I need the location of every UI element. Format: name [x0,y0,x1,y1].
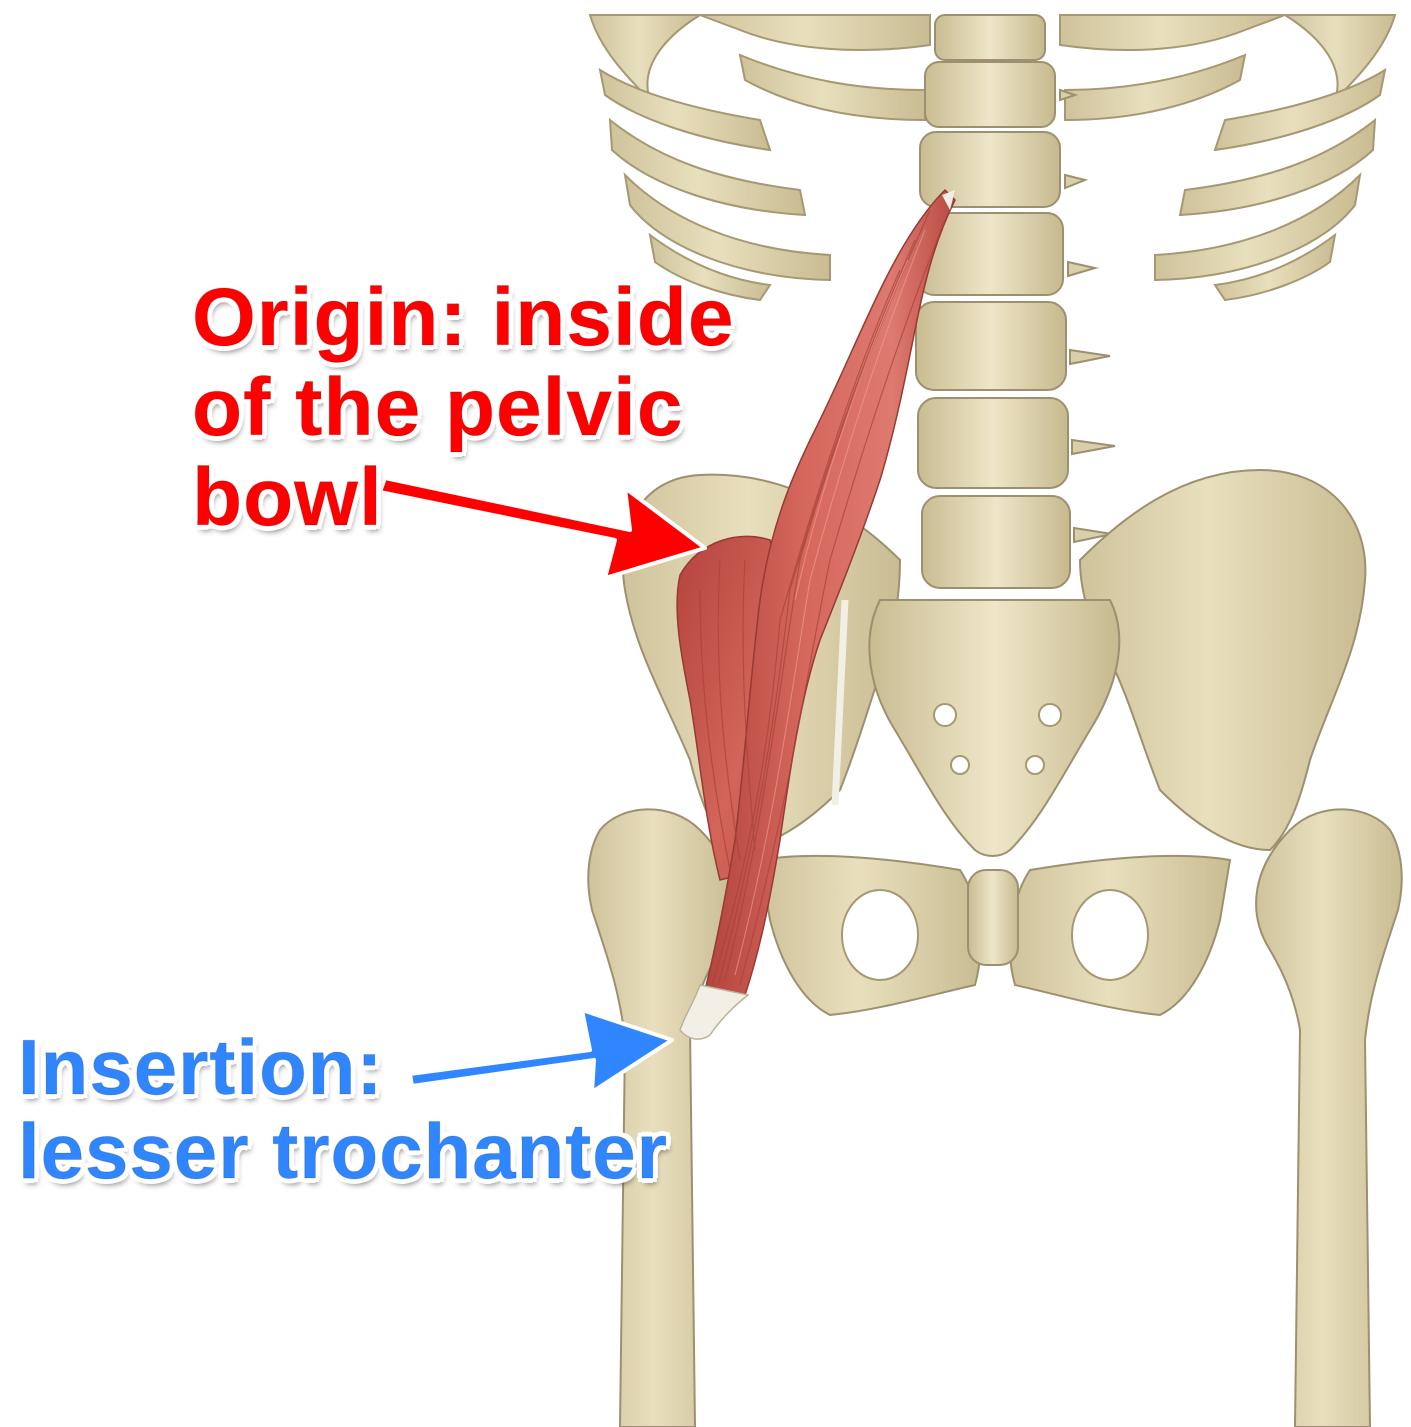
origin-label-line-3: bowl [192,457,734,539]
insertion-label-line-2: lesser trochanter [18,1112,668,1190]
insertion-label: Insertion: lesser trochanter [18,1028,668,1196]
origin-label-line-1: Origin: inside [192,277,734,359]
origin-label: Origin: inside of the pelvic bowl [192,277,734,547]
insertion-label-line-1: Insertion: [18,1028,668,1106]
origin-label-line-2: of the pelvic [192,367,734,449]
